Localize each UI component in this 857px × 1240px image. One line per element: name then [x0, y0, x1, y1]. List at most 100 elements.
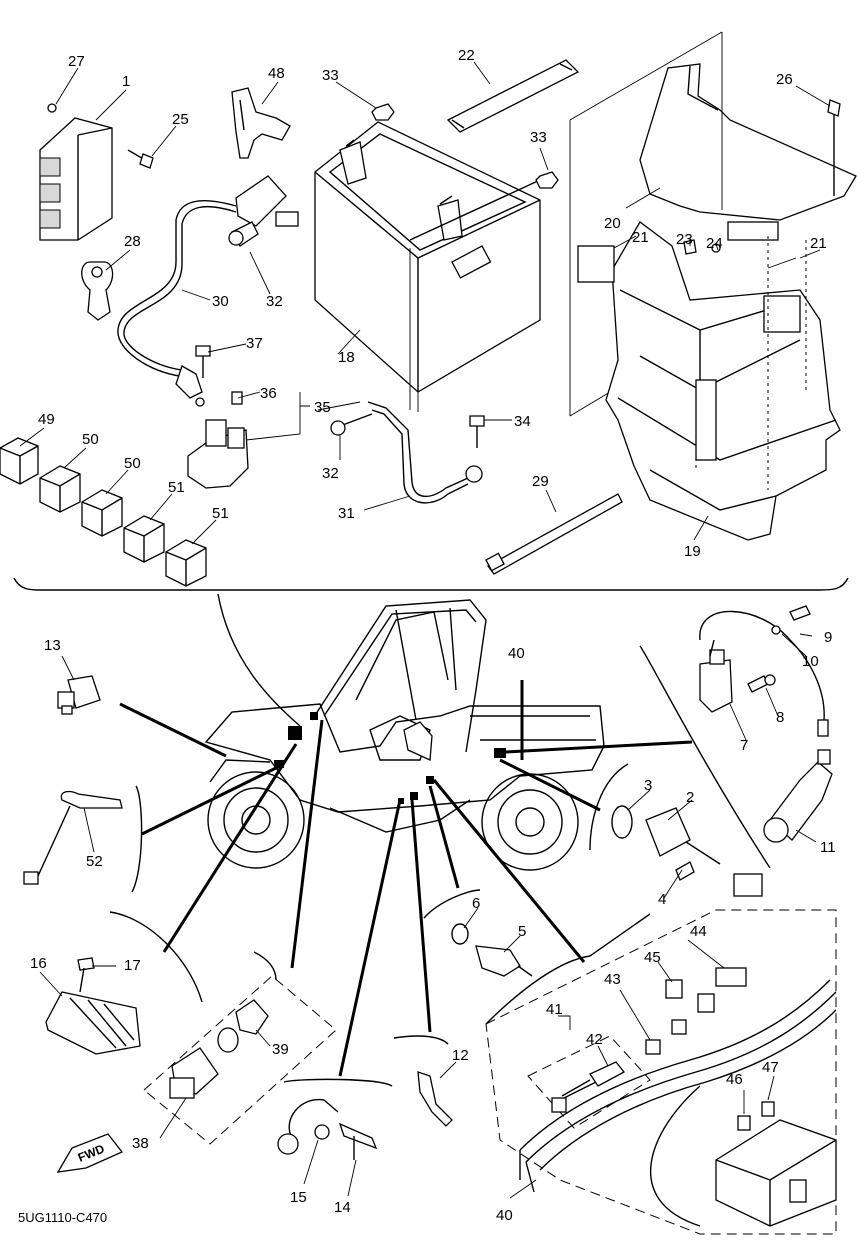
connector-51a	[123, 515, 165, 563]
bolt-34	[469, 415, 485, 448]
connector-49	[0, 437, 39, 485]
battery-18	[314, 121, 541, 393]
callout-4: 4	[658, 891, 666, 908]
fwd-arrow	[56, 1133, 124, 1173]
bolt-14	[338, 1122, 378, 1160]
callout-14: 14	[334, 1199, 351, 1216]
callout-38: 38	[132, 1135, 149, 1152]
callout-32-upper: 32	[266, 293, 283, 310]
callout-24: 24	[706, 235, 723, 252]
callout-7: 7	[740, 737, 748, 754]
starter-relay-35	[187, 391, 249, 489]
bolt-37	[195, 345, 211, 378]
spark-plug-12	[417, 1071, 453, 1127]
callout-1: 1	[122, 73, 130, 90]
switch-39	[217, 999, 269, 1053]
bolt-8	[747, 674, 776, 693]
battery-cable-30	[117, 175, 299, 407]
plug-cap-11	[763, 749, 833, 843]
o-ring-3	[611, 805, 633, 839]
ecu-unit	[39, 103, 113, 241]
callout-19: 19	[684, 543, 701, 560]
callout-39: 39	[272, 1041, 289, 1058]
bolt-32-upper	[228, 221, 259, 247]
callout-5: 5	[518, 923, 526, 940]
callout-26: 26	[776, 71, 793, 88]
callout-10: 10	[802, 653, 819, 670]
wire-harness-40	[519, 967, 837, 1227]
callout-30: 30	[212, 293, 229, 310]
connector-50a	[39, 465, 81, 513]
callout-8: 8	[776, 709, 784, 726]
connector-50b	[81, 489, 123, 537]
callout-37: 37	[246, 335, 263, 352]
sensor-52	[23, 790, 123, 885]
callout-32-lower: 32	[322, 465, 339, 482]
callout-45: 45	[644, 949, 661, 966]
callout-41: 41	[546, 1001, 563, 1018]
bolt-32-lower	[330, 413, 373, 436]
switch-38	[169, 1047, 219, 1099]
callout-51a: 51	[168, 479, 185, 496]
callout-3: 3	[644, 777, 652, 794]
callout-21-left: 21	[632, 229, 649, 246]
callout-21-right: 21	[810, 235, 827, 252]
callout-20: 20	[604, 215, 621, 232]
nut-33-left	[371, 103, 395, 121]
callout-13: 13	[44, 637, 61, 654]
callout-labels: 27 1 25 48 33 22 33 26 20 21 23 24 21 28…	[30, 47, 836, 1224]
sensor-13	[57, 675, 101, 715]
callout-6: 6	[472, 895, 480, 912]
cable-tie-29	[485, 493, 623, 575]
callout-15: 15	[290, 1189, 307, 1206]
vehicle-outline	[204, 599, 605, 871]
callout-2: 2	[686, 789, 694, 806]
callout-29: 29	[532, 473, 549, 490]
pointer-lines	[119, 593, 693, 1077]
washer-6	[451, 923, 469, 945]
leader-lines	[19, 61, 831, 1199]
callout-49: 49	[38, 411, 55, 428]
callout-33-right: 33	[530, 129, 547, 146]
callout-18: 18	[338, 349, 355, 366]
ignition-coil-7	[699, 610, 829, 737]
callout-25: 25	[172, 111, 189, 128]
clip-28	[81, 261, 114, 321]
callout-22: 22	[458, 47, 475, 64]
callout-44: 44	[690, 923, 707, 940]
bolt-25	[127, 149, 154, 169]
sensor-2	[645, 807, 763, 897]
sensor-15	[277, 1098, 339, 1155]
callout-47: 47	[762, 1059, 779, 1076]
callout-16: 16	[30, 955, 47, 972]
callout-12: 12	[452, 1047, 469, 1064]
callout-11: 11	[820, 839, 836, 856]
callout-43: 43	[604, 971, 621, 988]
callout-23: 23	[676, 231, 693, 248]
callout-17: 17	[124, 957, 141, 974]
callout-27: 27	[68, 53, 85, 70]
callout-9: 9	[824, 629, 832, 646]
battery-strap-22	[446, 59, 580, 133]
callout-35: 35	[314, 399, 331, 416]
diagram-code: 5UG1110-C470	[18, 1210, 107, 1225]
callout-46: 46	[726, 1071, 743, 1088]
callout-28: 28	[124, 233, 141, 250]
battery-cover-20	[639, 63, 857, 241]
callout-50a: 50	[82, 431, 99, 448]
callout-50b: 50	[124, 455, 141, 472]
battery-tray-19	[577, 221, 841, 541]
callout-51b: 51	[212, 505, 229, 522]
washer-10	[771, 625, 781, 635]
bolt-26	[827, 99, 841, 196]
bolt-17	[77, 957, 95, 993]
bolt-9	[789, 605, 811, 621]
callout-40-upper: 40	[508, 645, 525, 662]
nut-33-right	[535, 171, 559, 189]
callout-31: 31	[338, 505, 355, 522]
connector-51b	[165, 539, 207, 587]
callout-48: 48	[268, 65, 285, 82]
holder-48	[231, 87, 291, 159]
